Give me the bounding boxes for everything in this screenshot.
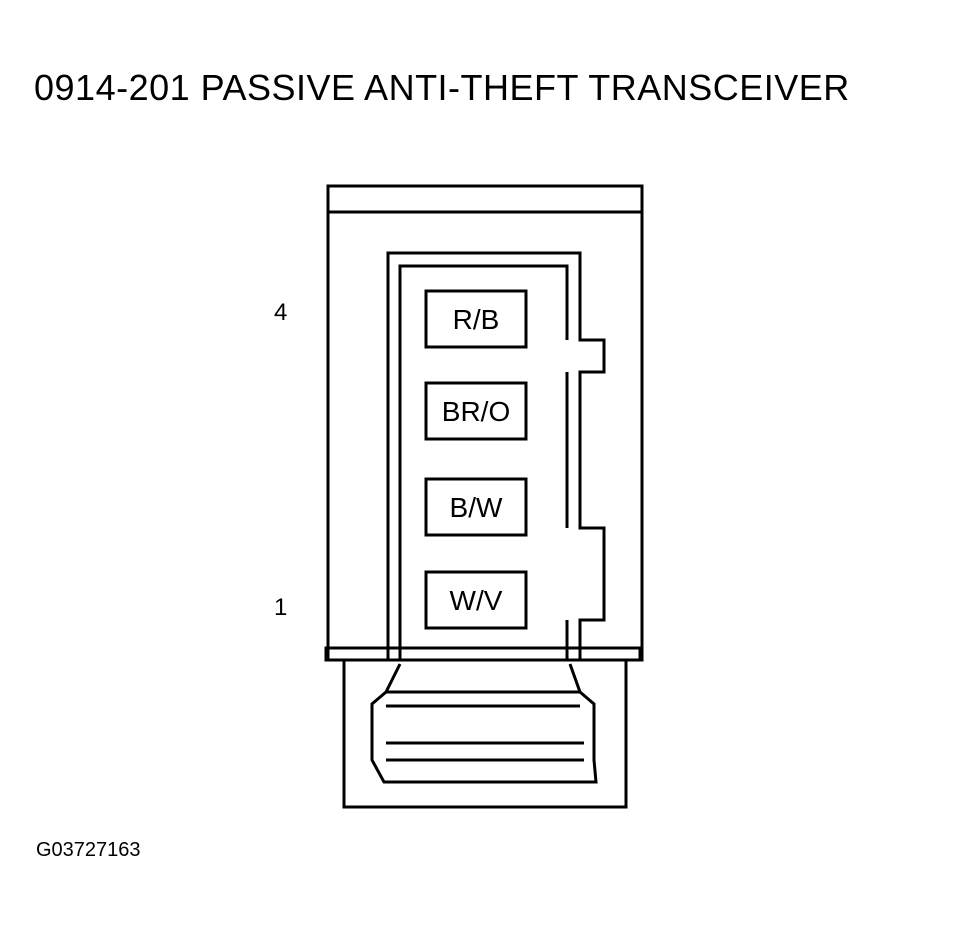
pin-number-top: 4 bbox=[274, 299, 288, 326]
diagram-title: 0914-201 PASSIVE ANTI-THEFT TRANSCEIVER bbox=[34, 67, 850, 108]
lower-shroud bbox=[342, 660, 628, 809]
locking-plug bbox=[370, 663, 598, 784]
wire-label-pin-4: R/B bbox=[453, 304, 500, 335]
wire-label-pin-2: B/W bbox=[450, 492, 503, 523]
terminal-cavity-4 bbox=[424, 289, 528, 349]
figure-id: G03727163 bbox=[36, 839, 141, 861]
wire-label-pin-1: W/V bbox=[450, 585, 503, 616]
wire-label-pin-3: BR/O bbox=[442, 396, 510, 427]
terminal-carrier-outer bbox=[386, 251, 606, 660]
terminal-carrier-inner bbox=[398, 264, 569, 660]
pin-number-bottom: 1 bbox=[274, 594, 288, 621]
terminal-cavity-1 bbox=[424, 570, 528, 630]
housing-base-ledge bbox=[324, 646, 642, 662]
terminal-cavity-2 bbox=[424, 477, 528, 537]
terminal-cavity-3 bbox=[424, 381, 528, 441]
